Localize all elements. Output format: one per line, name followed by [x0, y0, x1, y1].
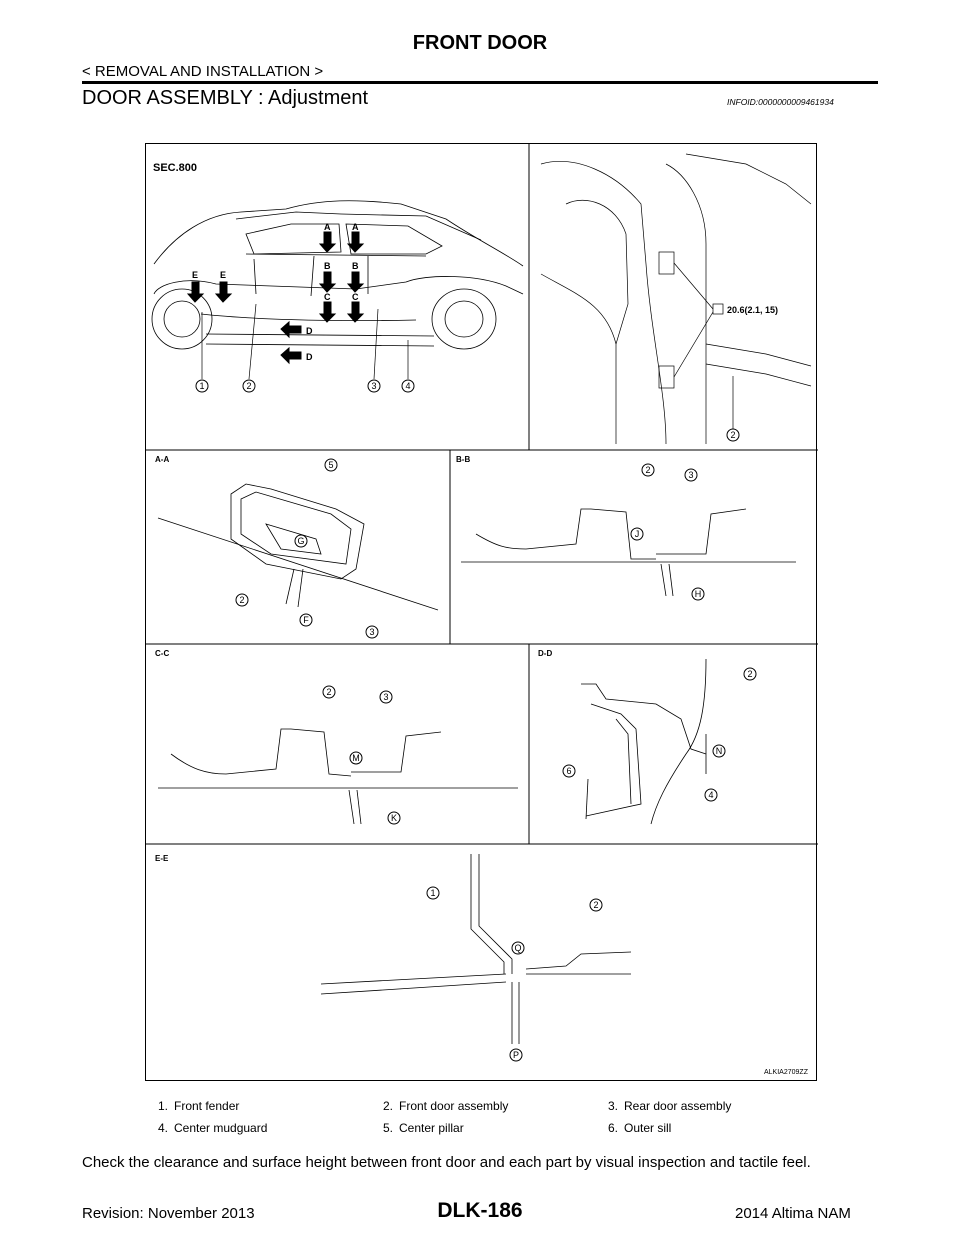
arrow-label-a2: A [352, 222, 359, 232]
section-cc [158, 728, 518, 825]
view-label-aa: A-A [155, 455, 169, 464]
callout-5: 5 [328, 460, 333, 470]
arrow-label-c1: C [324, 292, 331, 302]
callout-2-dd: 2 [747, 669, 752, 679]
legend-num: 3. [608, 1099, 619, 1113]
header-divider [82, 81, 878, 84]
view-label-cc: C-C [155, 649, 169, 658]
document-title: FRONT DOOR [412, 32, 548, 54]
gap-g: G [297, 536, 304, 546]
section-breadcrumb: < REMOVAL AND INSTALLATION > [82, 63, 324, 80]
instruction-text: Check the clearance and surface height b… [82, 1154, 811, 1171]
arrow-label-e2: E [220, 270, 226, 280]
torque-spec: 20.6(2.1, 15) [727, 305, 778, 315]
aa-callouts: 5 G 2 F 3 [235, 458, 379, 639]
view-label-dd: D-D [538, 649, 552, 658]
section-ee [320, 854, 632, 1044]
arrow-label-d1: D [306, 326, 313, 336]
arrow-label-b1: B [324, 261, 331, 271]
callout-4: 4 [405, 381, 410, 391]
callout-3: 3 [371, 381, 376, 391]
car-callouts: 1 2 3 4 [195, 379, 415, 393]
hinge-closeup [540, 153, 812, 445]
dd-callouts: 2 N 6 4 [562, 667, 757, 802]
car-callout-leaders [201, 303, 409, 380]
legend-text: Rear door assembly [624, 1099, 732, 1113]
legend-text: Center pillar [399, 1121, 464, 1135]
legend-text: Front fender [174, 1099, 240, 1113]
section-bb [461, 508, 796, 597]
figure-frame: SEC.800 A A B B C C E E D D [145, 143, 818, 1081]
callout-6: 6 [566, 766, 571, 776]
gap-q: Q [514, 943, 521, 953]
gap-m: M [352, 753, 360, 763]
callout-4-dd: 4 [708, 790, 713, 800]
view-label-bb: B-B [456, 455, 470, 464]
callout-3-bb: 3 [688, 470, 693, 480]
legend-num: 1. [158, 1099, 169, 1113]
legend-text: Front door assembly [399, 1099, 509, 1113]
callout-2: 2 [246, 381, 251, 391]
callout-2-aa: 2 [239, 595, 244, 605]
arrow-label-e1: E [192, 270, 198, 280]
panel-dividers [146, 144, 818, 845]
door-adjustment-diagram: SEC.800 A A B B C C E E D D [146, 144, 818, 1076]
section-dd [581, 658, 707, 825]
callout-1-ee: 1 [430, 888, 435, 898]
gap-k: K [391, 813, 397, 823]
callout-2-ee: 2 [593, 900, 598, 910]
section-arrow-labels: A A B B C C E E D D [192, 222, 359, 362]
vehicle-model: 2014 Altima NAM [735, 1205, 851, 1222]
info-id: INFOID:0000000009461934 [727, 97, 834, 107]
arrow-label-d2: D [306, 352, 313, 362]
ee-callouts: 1 2 Q P [426, 886, 603, 1062]
legend-num: 4. [158, 1121, 169, 1135]
section-arrows [186, 231, 365, 365]
page-number: DLK-186 [437, 1199, 523, 1222]
legend-num: 5. [383, 1121, 394, 1135]
callout-2-hinge: 2 [730, 430, 735, 440]
gap-h: H [695, 589, 702, 599]
gap-j: J [635, 529, 640, 539]
gap-p: P [513, 1050, 519, 1060]
sec-label: SEC.800 [153, 162, 197, 174]
callout-3-cc: 3 [383, 692, 388, 702]
gap-n: N [716, 746, 723, 756]
car-side-view [151, 200, 524, 350]
callout-3-aa: 3 [369, 627, 374, 637]
callout-1: 1 [199, 381, 204, 391]
legend-text: Center mudguard [174, 1121, 268, 1135]
hinge-callout: 2 [726, 428, 740, 442]
arrow-label-a1: A [324, 222, 331, 232]
legend-num: 2. [383, 1099, 394, 1113]
arrow-label-b2: B [352, 261, 359, 271]
legend-text: Outer sill [624, 1121, 672, 1135]
callout-2-bb: 2 [645, 465, 650, 475]
figure-code: ALKIA2709ZZ [764, 1069, 809, 1076]
cc-callouts: 2 3 M K [322, 685, 401, 825]
section-heading: DOOR ASSEMBLY : Adjustment [82, 87, 369, 109]
callout-2-cc: 2 [326, 687, 331, 697]
view-label-ee: E-E [155, 854, 169, 863]
arrow-label-c2: C [352, 292, 359, 302]
revision-date: Revision: November 2013 [82, 1205, 255, 1222]
section-aa [157, 483, 439, 611]
legend-num: 6. [608, 1121, 619, 1135]
bb-callouts: 2 3 J H [630, 463, 705, 601]
gap-f: F [303, 615, 309, 625]
